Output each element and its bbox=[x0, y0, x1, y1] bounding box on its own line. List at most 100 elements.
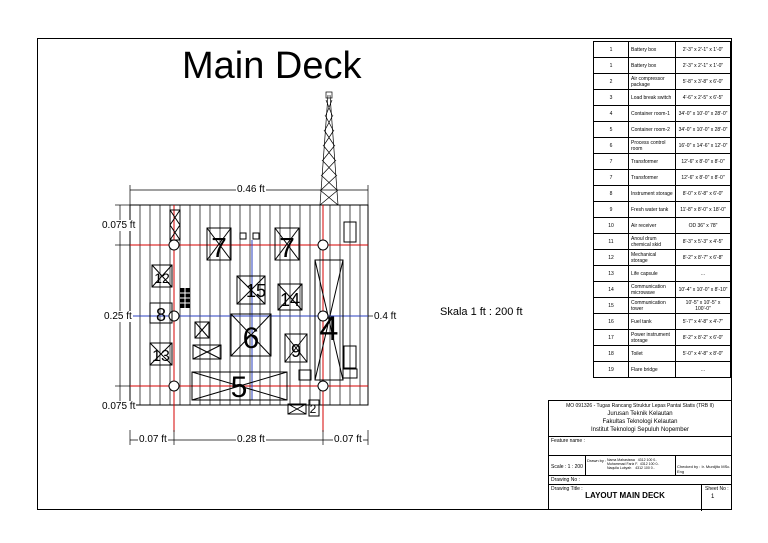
layout-label: 12 bbox=[154, 270, 170, 286]
equipment-no: 12 bbox=[593, 249, 629, 266]
title-block: MO 091326 - Tugas Rancang Struktur Lepas… bbox=[548, 400, 732, 511]
equipment-no: 3 bbox=[593, 89, 629, 106]
equipment-size: 34'-0" x 10'-0" x 28'-0" bbox=[675, 121, 731, 138]
equipment-name: Communication microwave bbox=[628, 281, 676, 298]
equipment-size: 10'-4" x 10'-0" x 8'-10" bbox=[675, 281, 731, 298]
layout-label-text: 7 7 12 8 15 14 6 4 13 9 5 2 bbox=[152, 232, 338, 416]
drawn-by-names: Nama Mahasiswa 4312 100 0.. Muhammad Far… bbox=[607, 458, 660, 470]
drawing-no-row: Drawing No : bbox=[549, 476, 731, 485]
equipment-size: OD 36" x 78" bbox=[675, 217, 731, 234]
equipment-size: 8'-2" x 8'-7" x 6'-8" bbox=[675, 249, 731, 266]
equipment-no: 16 bbox=[593, 313, 629, 330]
equipment-name: Load break switch bbox=[628, 89, 676, 106]
equipment-size: 12'-6" x 8'-0" x 8'-0" bbox=[675, 153, 731, 170]
drawing-sheet-border bbox=[37, 38, 732, 510]
equipment-no: 6 bbox=[593, 137, 629, 154]
communication-tower bbox=[319, 91, 339, 206]
equipment-no: 18 bbox=[593, 345, 629, 362]
equipment-name: Air compressor package bbox=[628, 73, 676, 90]
feature-name-label: Feature name : bbox=[551, 438, 585, 444]
drawn-by-label: Drawn by : bbox=[587, 458, 607, 463]
equipment-name: Container room-2 bbox=[628, 121, 676, 138]
equipment-size: 8'-0" x 6'-8" x 6'-0" bbox=[675, 185, 731, 202]
layout-label: 6 bbox=[243, 322, 260, 355]
equipment-name: Mechanical storage bbox=[628, 249, 676, 266]
layout-label: 13 bbox=[152, 348, 170, 365]
equipment-name: Battery box bbox=[628, 57, 676, 74]
faculty-line: Fakultas Teknologi Kelautan bbox=[602, 419, 678, 425]
sheet-no-label: Sheet No : bbox=[705, 486, 729, 492]
equipment-name: Transformer bbox=[628, 169, 676, 186]
equipment-no: 19 bbox=[593, 361, 629, 378]
deck-legs bbox=[168, 239, 329, 392]
layout-label: 8 bbox=[156, 305, 166, 325]
equipment-name: Process control room bbox=[628, 137, 676, 154]
equipment-name: Toilet bbox=[628, 345, 676, 362]
dim-top-width: 0.46 ft bbox=[236, 184, 266, 195]
drawing-title-row: Drawing Title : LAYOUT MAIN DECK Sheet N… bbox=[549, 485, 731, 511]
equipment-name: Air receiver bbox=[628, 217, 676, 234]
life-capsule-grid bbox=[180, 288, 190, 308]
equipment-no: 2 bbox=[593, 73, 629, 90]
equipment-size: ... bbox=[675, 265, 731, 282]
layout-label: 4 bbox=[320, 310, 339, 348]
equipment-name: Flare bridge bbox=[628, 361, 676, 378]
equipment-size: 8'-3" x 5'-3" x 4'-5" bbox=[675, 233, 731, 250]
equipment-size: 34'-0" x 10'-0" x 28'-0" bbox=[675, 105, 731, 122]
equipment-size: 8'-2" x 8'-2" x 6'-0" bbox=[675, 329, 731, 346]
sheet-no: 1 bbox=[711, 494, 715, 500]
equipment-no: 14 bbox=[593, 281, 629, 298]
equipment-name: Anoul drum chemical skid bbox=[628, 233, 676, 250]
deck-outline bbox=[129, 204, 369, 406]
equipment-size: 12'-6" x 8'-0" x 8'-0" bbox=[675, 169, 731, 186]
equipment-no: 7 bbox=[593, 153, 629, 170]
layout-label: 7 bbox=[279, 232, 295, 263]
equipment-no: 15 bbox=[593, 297, 629, 314]
equipment-size: 16'-0" x 14'-6" x 12'-0" bbox=[675, 137, 731, 154]
equipment-name: Fresh water tank bbox=[628, 201, 676, 218]
scale-label: Scale : 1 : 200 bbox=[551, 464, 583, 470]
equipment-name: Battery box bbox=[628, 41, 676, 58]
scale-note: Skala 1 ft : 200 ft bbox=[440, 306, 523, 318]
equipment-no: 13 bbox=[593, 265, 629, 282]
equipment-name: Communication tower bbox=[628, 297, 676, 314]
dim-bottom-mid: 0.28 ft bbox=[236, 434, 266, 445]
equipment-no: 8 bbox=[593, 185, 629, 202]
equipment-size: 5'-7" x 4'-8" x 4'-7" bbox=[675, 313, 731, 330]
equipment-size: 11'-8" x 8'-0" x 18'-0" bbox=[675, 201, 731, 218]
equipment-no: 7 bbox=[593, 169, 629, 186]
dim-left-bottom: 0.075 ft bbox=[101, 401, 137, 412]
equipment-name: Transformer bbox=[628, 153, 676, 170]
equipment-no: 1 bbox=[593, 41, 629, 58]
equipment-name: Container room-1 bbox=[628, 105, 676, 122]
equipment-size: 4'-6" x 2'-5" x 6'-5" bbox=[675, 89, 731, 106]
drawing-title: Main Deck bbox=[182, 45, 362, 87]
equipment-size: 5'-8" x 3'-8" x 6'-0" bbox=[675, 73, 731, 90]
equipment-name: Fuel tank bbox=[628, 313, 676, 330]
institute-line: Institut Teknologi Sepuluh Nopember bbox=[591, 427, 689, 433]
equipment-no: 1 bbox=[593, 57, 629, 74]
equipment-no: 10 bbox=[593, 217, 629, 234]
drawn-by-row: Scale : 1 : 200 Drawn by : Nama Mahasisw… bbox=[549, 456, 731, 476]
equipment-name: Life capsule bbox=[628, 265, 676, 282]
feature-name-row: Feature name : bbox=[549, 437, 731, 456]
dim-left-mid: 0.25 ft bbox=[103, 311, 133, 322]
title-block-header: MO 091326 - Tugas Rancang Struktur Lepas… bbox=[549, 401, 731, 437]
